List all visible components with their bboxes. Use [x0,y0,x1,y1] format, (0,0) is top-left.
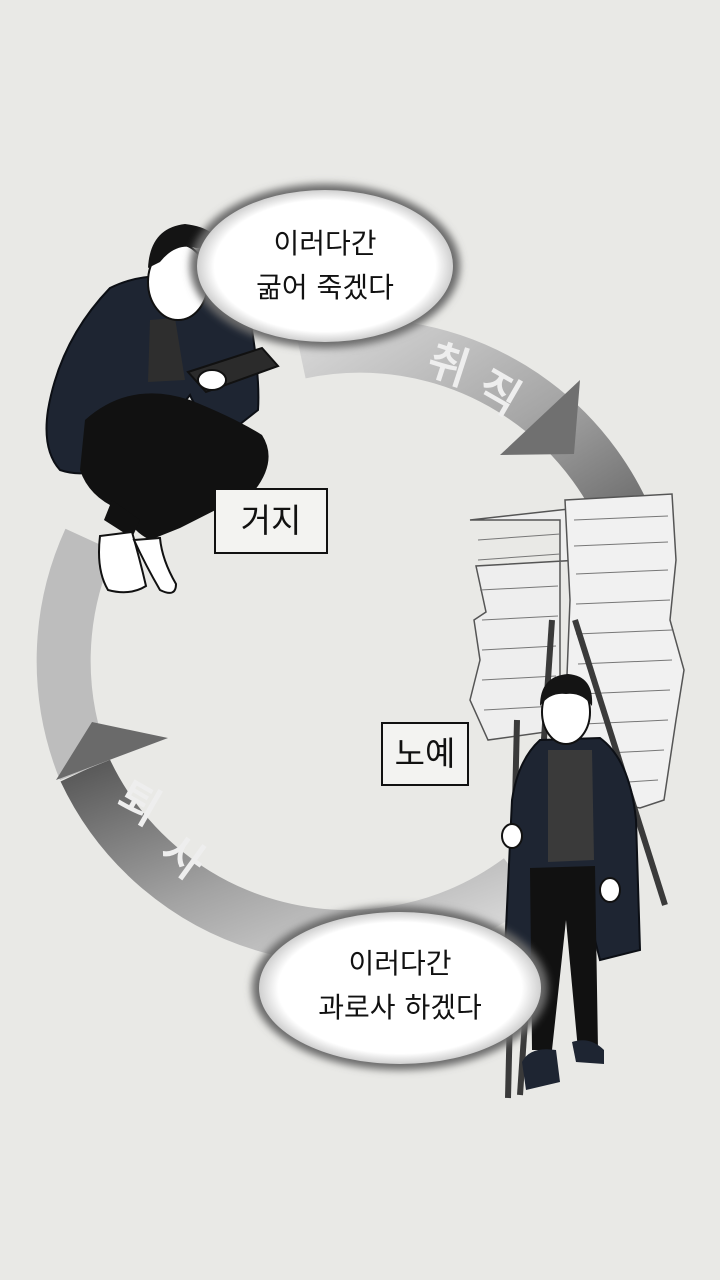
top-bubble-text: 이러다간 굶어 죽겠다 [225,222,425,310]
bottom-bubble-line2: 과로사 하겠다 [318,991,482,1024]
bottom-bubble-line1: 이러다간 [348,947,452,980]
arrow-head-employment [500,380,580,455]
worker-figure [501,619,668,1099]
top-bubble-line2: 굶어 죽겠다 [256,271,394,304]
bottom-speech-bubble [252,906,548,1070]
top-speech-bubble [190,184,460,348]
label-slave: 노예 [381,722,469,786]
arrow-head-resignation [56,722,168,780]
top-bubble-line1: 이러다간 [273,227,377,260]
bottom-bubble-text: 이러다간 과로사 하겠다 [280,942,520,1030]
label-beggar: 거지 [214,488,328,554]
